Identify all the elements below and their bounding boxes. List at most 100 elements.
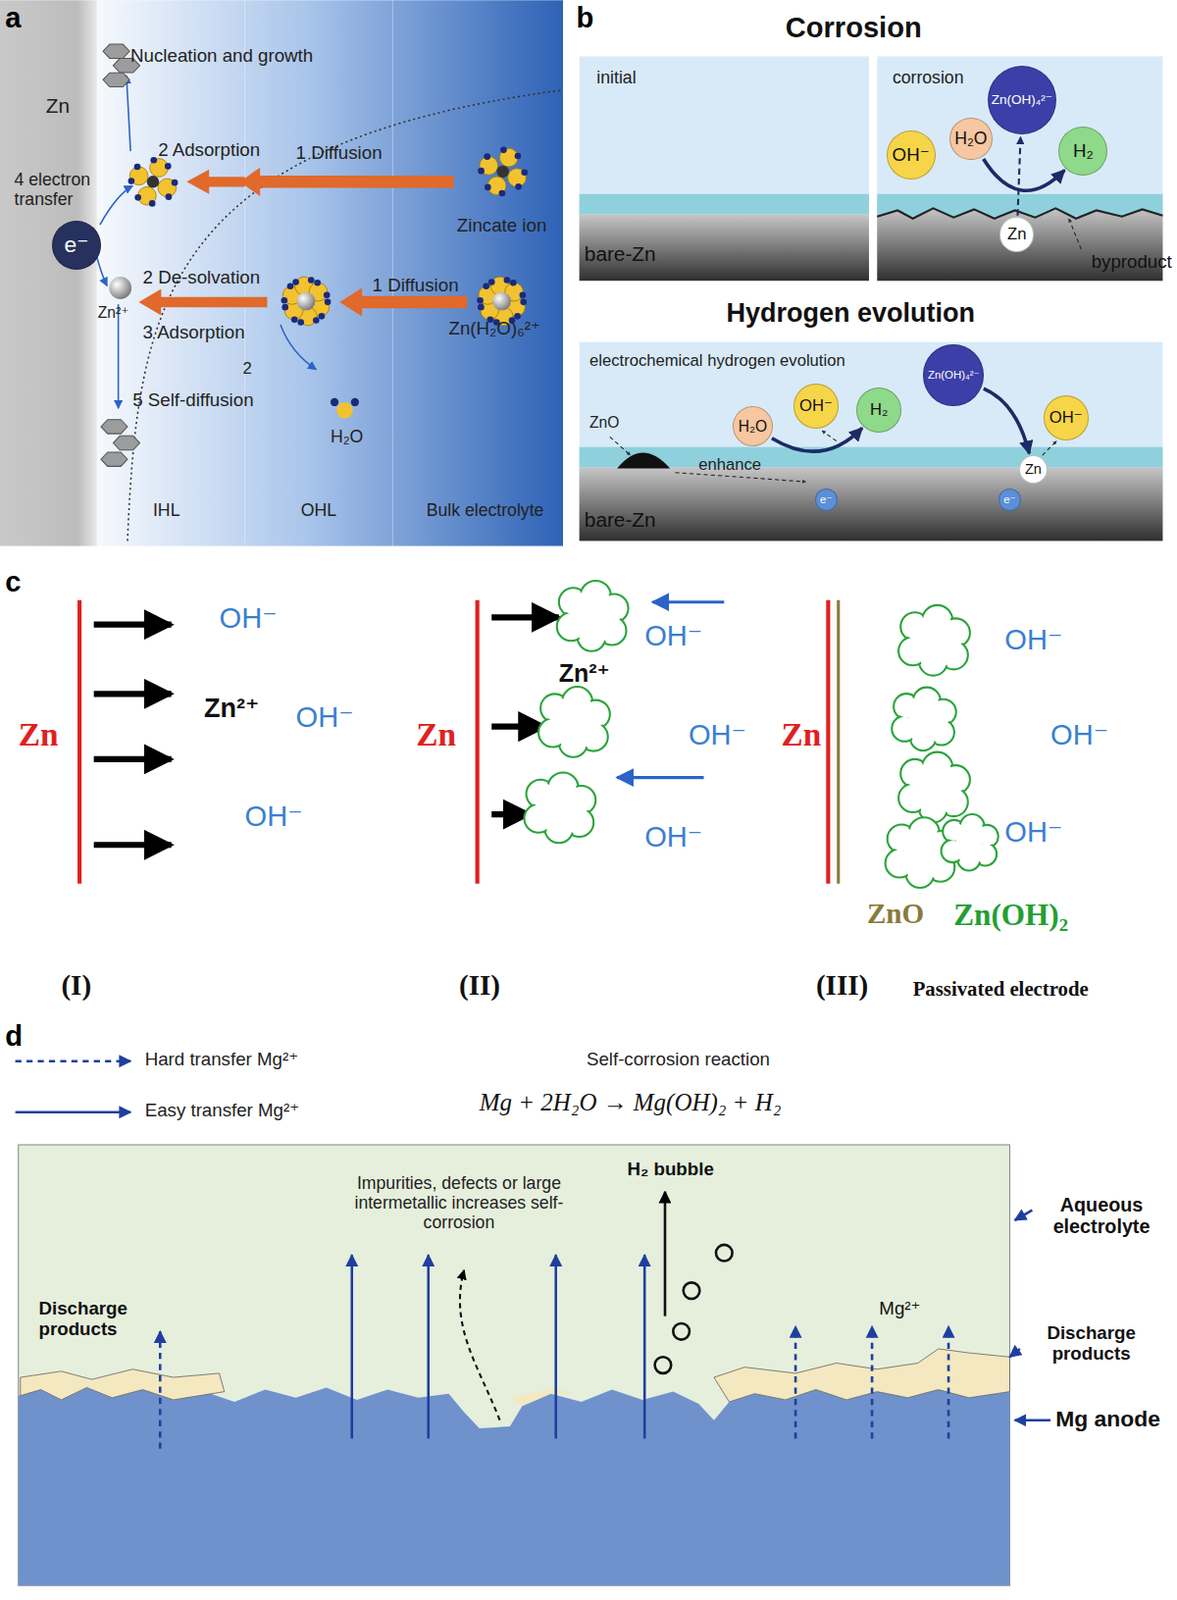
label: Corrosion <box>785 11 922 45</box>
species-circle: H₂ <box>1058 126 1108 176</box>
label: OH⁻ <box>1004 816 1063 849</box>
label: ZnO <box>867 897 924 930</box>
species-circle: H₂O <box>949 117 993 161</box>
label: Zn <box>415 716 457 754</box>
species-text: H₂ <box>869 402 888 419</box>
label: IHL <box>153 500 180 520</box>
legend-text: Hard transfer Mg²⁺ <box>145 1048 299 1071</box>
label: Aqueous electrolyte <box>1035 1193 1167 1238</box>
label: ZnO <box>589 413 619 432</box>
label: enhance <box>698 455 762 474</box>
reaction-arrow <box>1017 137 1021 216</box>
hydroxide-cloud <box>941 814 999 870</box>
label: byproduct <box>1091 251 1173 273</box>
reaction-arrow <box>983 158 1066 191</box>
label: corrosion <box>892 67 965 88</box>
label: Bulk electrolyte <box>426 500 545 520</box>
species-circle: H₂ <box>856 387 902 433</box>
species-text: Zn <box>1007 226 1026 244</box>
label: Zn(H₂O)₆²⁺ <box>449 317 541 340</box>
label: Zn(OH)₂ <box>953 897 1069 933</box>
hydroxide-cloud <box>898 752 971 823</box>
label: Discharge products <box>1024 1322 1158 1365</box>
legend-sample <box>15 1110 132 1114</box>
species-text: OH⁻ <box>892 146 930 165</box>
label: OH⁻ <box>1004 623 1063 657</box>
hydroxide-cloud <box>557 580 629 652</box>
label: OH⁻ <box>644 619 703 653</box>
label: OH⁻ <box>644 820 703 854</box>
zn-crystal <box>101 419 128 434</box>
label: Impurities, defects or large intermetall… <box>339 1173 579 1233</box>
species-text: e⁻ <box>1003 494 1016 506</box>
species-circle: e⁻ <box>998 488 1022 512</box>
zn-crystal <box>101 452 128 466</box>
hydroxide-cloud <box>523 771 596 843</box>
label: (II) <box>459 969 501 1002</box>
species-text: Zn(OH)₄²⁻ <box>991 93 1053 107</box>
molecule-cluster <box>476 276 527 326</box>
label: Zn <box>781 716 822 754</box>
species-text: H₂O <box>954 130 987 149</box>
species-circle: Zn <box>1019 455 1048 484</box>
label: initial <box>596 67 636 88</box>
label: 2 Adsorption <box>157 139 260 161</box>
label: OH⁻ <box>245 800 304 833</box>
label: Zn²⁺ <box>559 659 611 688</box>
label: 3 Adsorption <box>143 321 246 344</box>
label: Self-corrosion reaction <box>586 1048 770 1071</box>
legend-sample <box>15 1059 132 1063</box>
label: 4 electron transfer <box>14 169 112 210</box>
hydroxide-cloud <box>898 605 971 676</box>
label: Zn²⁺ <box>98 304 130 322</box>
label: (I) <box>60 969 92 1002</box>
species-text: e⁻ <box>819 494 832 506</box>
hydroxide-cloud <box>891 687 957 752</box>
label: Nucleation and growth <box>130 45 313 67</box>
species-text: Zn <box>1024 461 1042 477</box>
molecule-cluster <box>477 147 528 198</box>
label: Passivated electrode <box>913 976 1089 1001</box>
label: OHL <box>301 500 337 520</box>
zn-crystal <box>102 72 130 87</box>
molecule-cluster <box>128 156 179 207</box>
species-circle: Zn(OH)₄²⁻ <box>987 65 1058 136</box>
label: OH⁻ <box>1050 718 1109 752</box>
label: Zincate ion <box>457 214 548 237</box>
species-circle: Zn(OH)₄²⁻ <box>922 344 984 406</box>
label: H₂ bubble <box>627 1158 715 1180</box>
label: 2 De-solvation <box>143 266 261 289</box>
species-circle: OH⁻ <box>886 130 936 180</box>
zn-crystal <box>112 435 140 450</box>
hydroxide-cloud <box>538 686 611 758</box>
label: Zn <box>18 716 59 754</box>
label: 1 Diffusion <box>372 274 460 297</box>
species-text: OH⁻ <box>1049 409 1083 427</box>
label: Hydrogen evolution <box>725 298 975 329</box>
label: OH⁻ <box>219 602 278 635</box>
reaction-arrow <box>771 427 863 452</box>
species-text: e⁻ <box>64 233 90 256</box>
legend-text: Easy transfer Mg²⁺ <box>145 1099 300 1122</box>
label: Mg anode <box>1055 1405 1161 1432</box>
label: d <box>4 1020 23 1053</box>
species-text: OH⁻ <box>799 398 833 415</box>
label: Mg + 2H₂O → Mg(OH)₂ + H₂ <box>479 1088 782 1118</box>
label: bare-Zn <box>584 242 657 266</box>
species-circle: OH⁻ <box>1043 395 1089 441</box>
label: bare-Zn <box>584 508 657 532</box>
label: Discharge products <box>39 1297 162 1340</box>
species-text: H₂ <box>1073 142 1094 161</box>
label: OH⁻ <box>296 701 355 734</box>
label: H₂O <box>330 426 363 447</box>
label: 5 Self-diffusion <box>132 389 254 411</box>
reaction-arrow <box>983 388 1030 454</box>
label: 1 Diffusion <box>296 142 383 164</box>
label: 2 <box>242 358 252 378</box>
label: (III) <box>816 969 869 1002</box>
species-text: Zn(OH)₄²⁻ <box>927 369 980 381</box>
species-circle: Zn <box>999 216 1034 252</box>
species-circle: e⁻ <box>51 220 102 270</box>
label: Zn²⁺ <box>204 693 259 724</box>
